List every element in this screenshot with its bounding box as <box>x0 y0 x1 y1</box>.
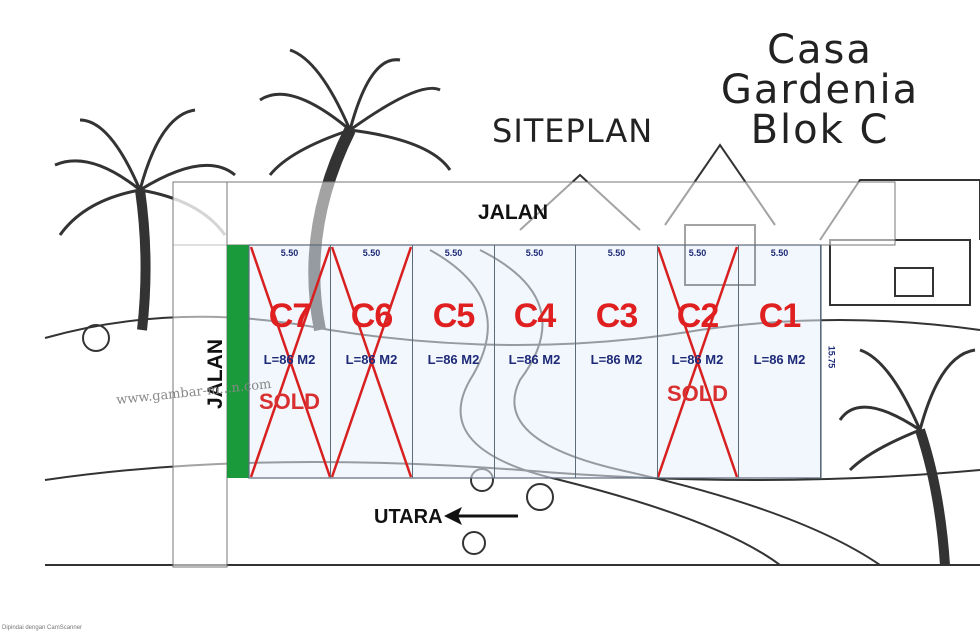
scanner-note: Dipindai dengan CamScanner <box>2 625 83 631</box>
lot-code: C2 <box>676 297 719 335</box>
palm-leaves-left <box>54 108 236 236</box>
lot-width: 5.50 <box>607 248 626 258</box>
lot-c1[interactable]: 5.50 C1 L=86 M2 <box>739 245 821 478</box>
lot-width: 5.50 <box>362 248 381 258</box>
green-strip <box>227 245 249 478</box>
lot-depth-label: 15.75 <box>826 345 837 369</box>
palm-trunk-left <box>135 189 151 331</box>
sold-cross-c2-b <box>656 246 739 478</box>
sold-cross-c7-b <box>249 246 332 478</box>
lot-c5[interactable]: 5.50 C5 L=86 M2 <box>413 245 495 478</box>
site-title: Casa Gardenia Blok C <box>680 30 960 150</box>
lot-code: C7 <box>268 297 311 335</box>
palm-leaves-center <box>259 48 452 176</box>
north-arrow-icon <box>444 507 462 525</box>
sold-label: SOLD <box>258 389 321 414</box>
lot-code: C1 <box>758 297 801 335</box>
flower-4 <box>462 531 486 555</box>
sold-cross-c2 <box>656 246 739 478</box>
lot-width: 5.50 <box>688 248 707 258</box>
palm-leaves-right <box>838 348 976 472</box>
lot-area: L=86 M2 <box>508 352 561 367</box>
lot-c6[interactable]: 5.50 C6 L=86 M2 <box>331 245 413 478</box>
lot-area: L=86 M2 <box>753 352 806 367</box>
road-top <box>172 181 896 246</box>
lot-area: L=86 M2 <box>671 352 724 367</box>
lot-area: L=86 M2 <box>427 352 480 367</box>
lot-c2[interactable]: 5.50 C2 L=86 M2 SOLD <box>657 245 739 478</box>
north-label: UTARA <box>374 506 443 528</box>
lot-width: 5.50 <box>444 248 463 258</box>
lot-area: L=86 M2 <box>345 352 398 367</box>
lot-width: 5.50 <box>280 248 299 258</box>
road-label-top: JALAN <box>478 201 549 224</box>
sold-label: SOLD <box>666 381 729 406</box>
sold-cross-c6 <box>330 246 413 478</box>
sold-cross-c6-b <box>330 246 413 478</box>
house-body-3 <box>829 239 971 306</box>
lot-code: C3 <box>595 297 638 335</box>
title-line-3: Blok C <box>750 107 890 153</box>
lot-c4[interactable]: 5.50 C4 L=86 M2 <box>494 245 576 478</box>
palm-trunk-right <box>915 428 950 566</box>
lot-c7[interactable]: 5.50 C7 L=86 M2 SOLD <box>249 245 331 478</box>
lot-width: 5.50 <box>525 248 544 258</box>
lot-code: C4 <box>513 297 556 335</box>
lot-area: L=86 M2 <box>590 352 643 367</box>
flower-2 <box>526 483 554 511</box>
sold-cross-c7 <box>249 246 332 478</box>
road-left <box>172 181 228 568</box>
siteplan-label: SITEPLAN <box>492 112 654 150</box>
lot-code: C6 <box>350 297 393 335</box>
title-line-2: Gardenia <box>720 67 920 113</box>
title-line-1: Casa <box>767 27 873 73</box>
lot-code: C5 <box>432 297 475 335</box>
flower-1 <box>82 324 110 352</box>
lot-width: 5.50 <box>770 248 789 258</box>
house-window-3 <box>894 267 934 297</box>
lot-c3[interactable]: 5.50 C3 L=86 M2 <box>576 245 658 478</box>
lot-area: L=86 M2 <box>263 352 316 367</box>
